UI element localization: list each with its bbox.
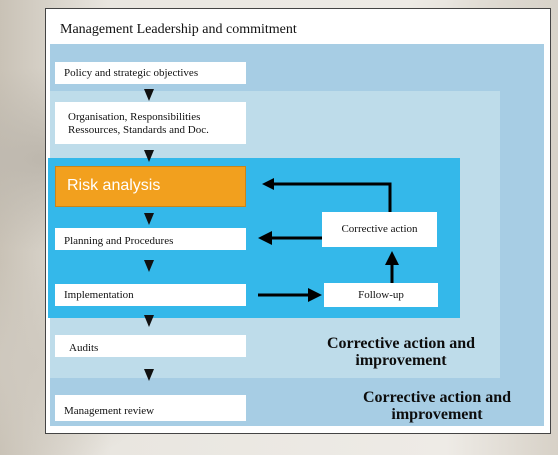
down-arrow-6 bbox=[144, 369, 154, 381]
down-arrow-5 bbox=[144, 315, 154, 327]
diagram-title: Management Leadership and commitment bbox=[60, 22, 297, 37]
down-arrow-4 bbox=[144, 260, 154, 272]
inner-loop-title-line1: Corrective action and bbox=[326, 335, 476, 352]
step-audits: Audits bbox=[55, 335, 246, 357]
corrective-action-label: Corrective action bbox=[341, 223, 418, 235]
down-arrow-1 bbox=[144, 89, 154, 101]
corrective-action-box: Corrective action bbox=[322, 212, 437, 247]
follow-up-label: Follow-up bbox=[358, 289, 404, 301]
step-planning-procedures: Planning and Procedures bbox=[55, 228, 246, 250]
step-implementation-label: Implementation bbox=[64, 289, 134, 301]
step-policy-objectives: Policy and strategic objectives bbox=[55, 62, 246, 84]
step-risk-analysis-label: Risk analysis bbox=[67, 177, 161, 194]
step-management-review: Management review bbox=[55, 395, 246, 421]
outer-loop-title-line1: Corrective action and bbox=[362, 389, 512, 406]
outer-loop-title: Corrective action and improvement bbox=[342, 389, 532, 423]
step-policy-objectives-label: Policy and strategic objectives bbox=[64, 67, 199, 79]
step-risk-analysis: Risk analysis bbox=[55, 166, 246, 207]
inner-loop-title: Corrective action and improvement bbox=[306, 335, 496, 369]
step-audits-label: Audits bbox=[69, 342, 99, 354]
step-organisation: Organisation, Responsibilities Ressource… bbox=[55, 102, 246, 144]
down-arrow-2 bbox=[144, 150, 154, 162]
step-management-review-label: Management review bbox=[64, 405, 155, 417]
down-arrow-3 bbox=[144, 213, 154, 225]
follow-up-box: Follow-up bbox=[324, 283, 438, 307]
outer-loop-title-line2: improvement bbox=[391, 406, 483, 423]
step-organisation-label-line1: Organisation, Responsibilities bbox=[68, 111, 201, 123]
step-implementation: Implementation bbox=[55, 284, 246, 306]
step-planning-procedures-label: Planning and Procedures bbox=[64, 235, 174, 247]
arrow-corrective-to-risk bbox=[272, 182, 392, 212]
inner-loop-title-line2: improvement bbox=[355, 352, 447, 369]
step-organisation-label-line2: Ressources, Standards and Doc. bbox=[68, 124, 209, 136]
